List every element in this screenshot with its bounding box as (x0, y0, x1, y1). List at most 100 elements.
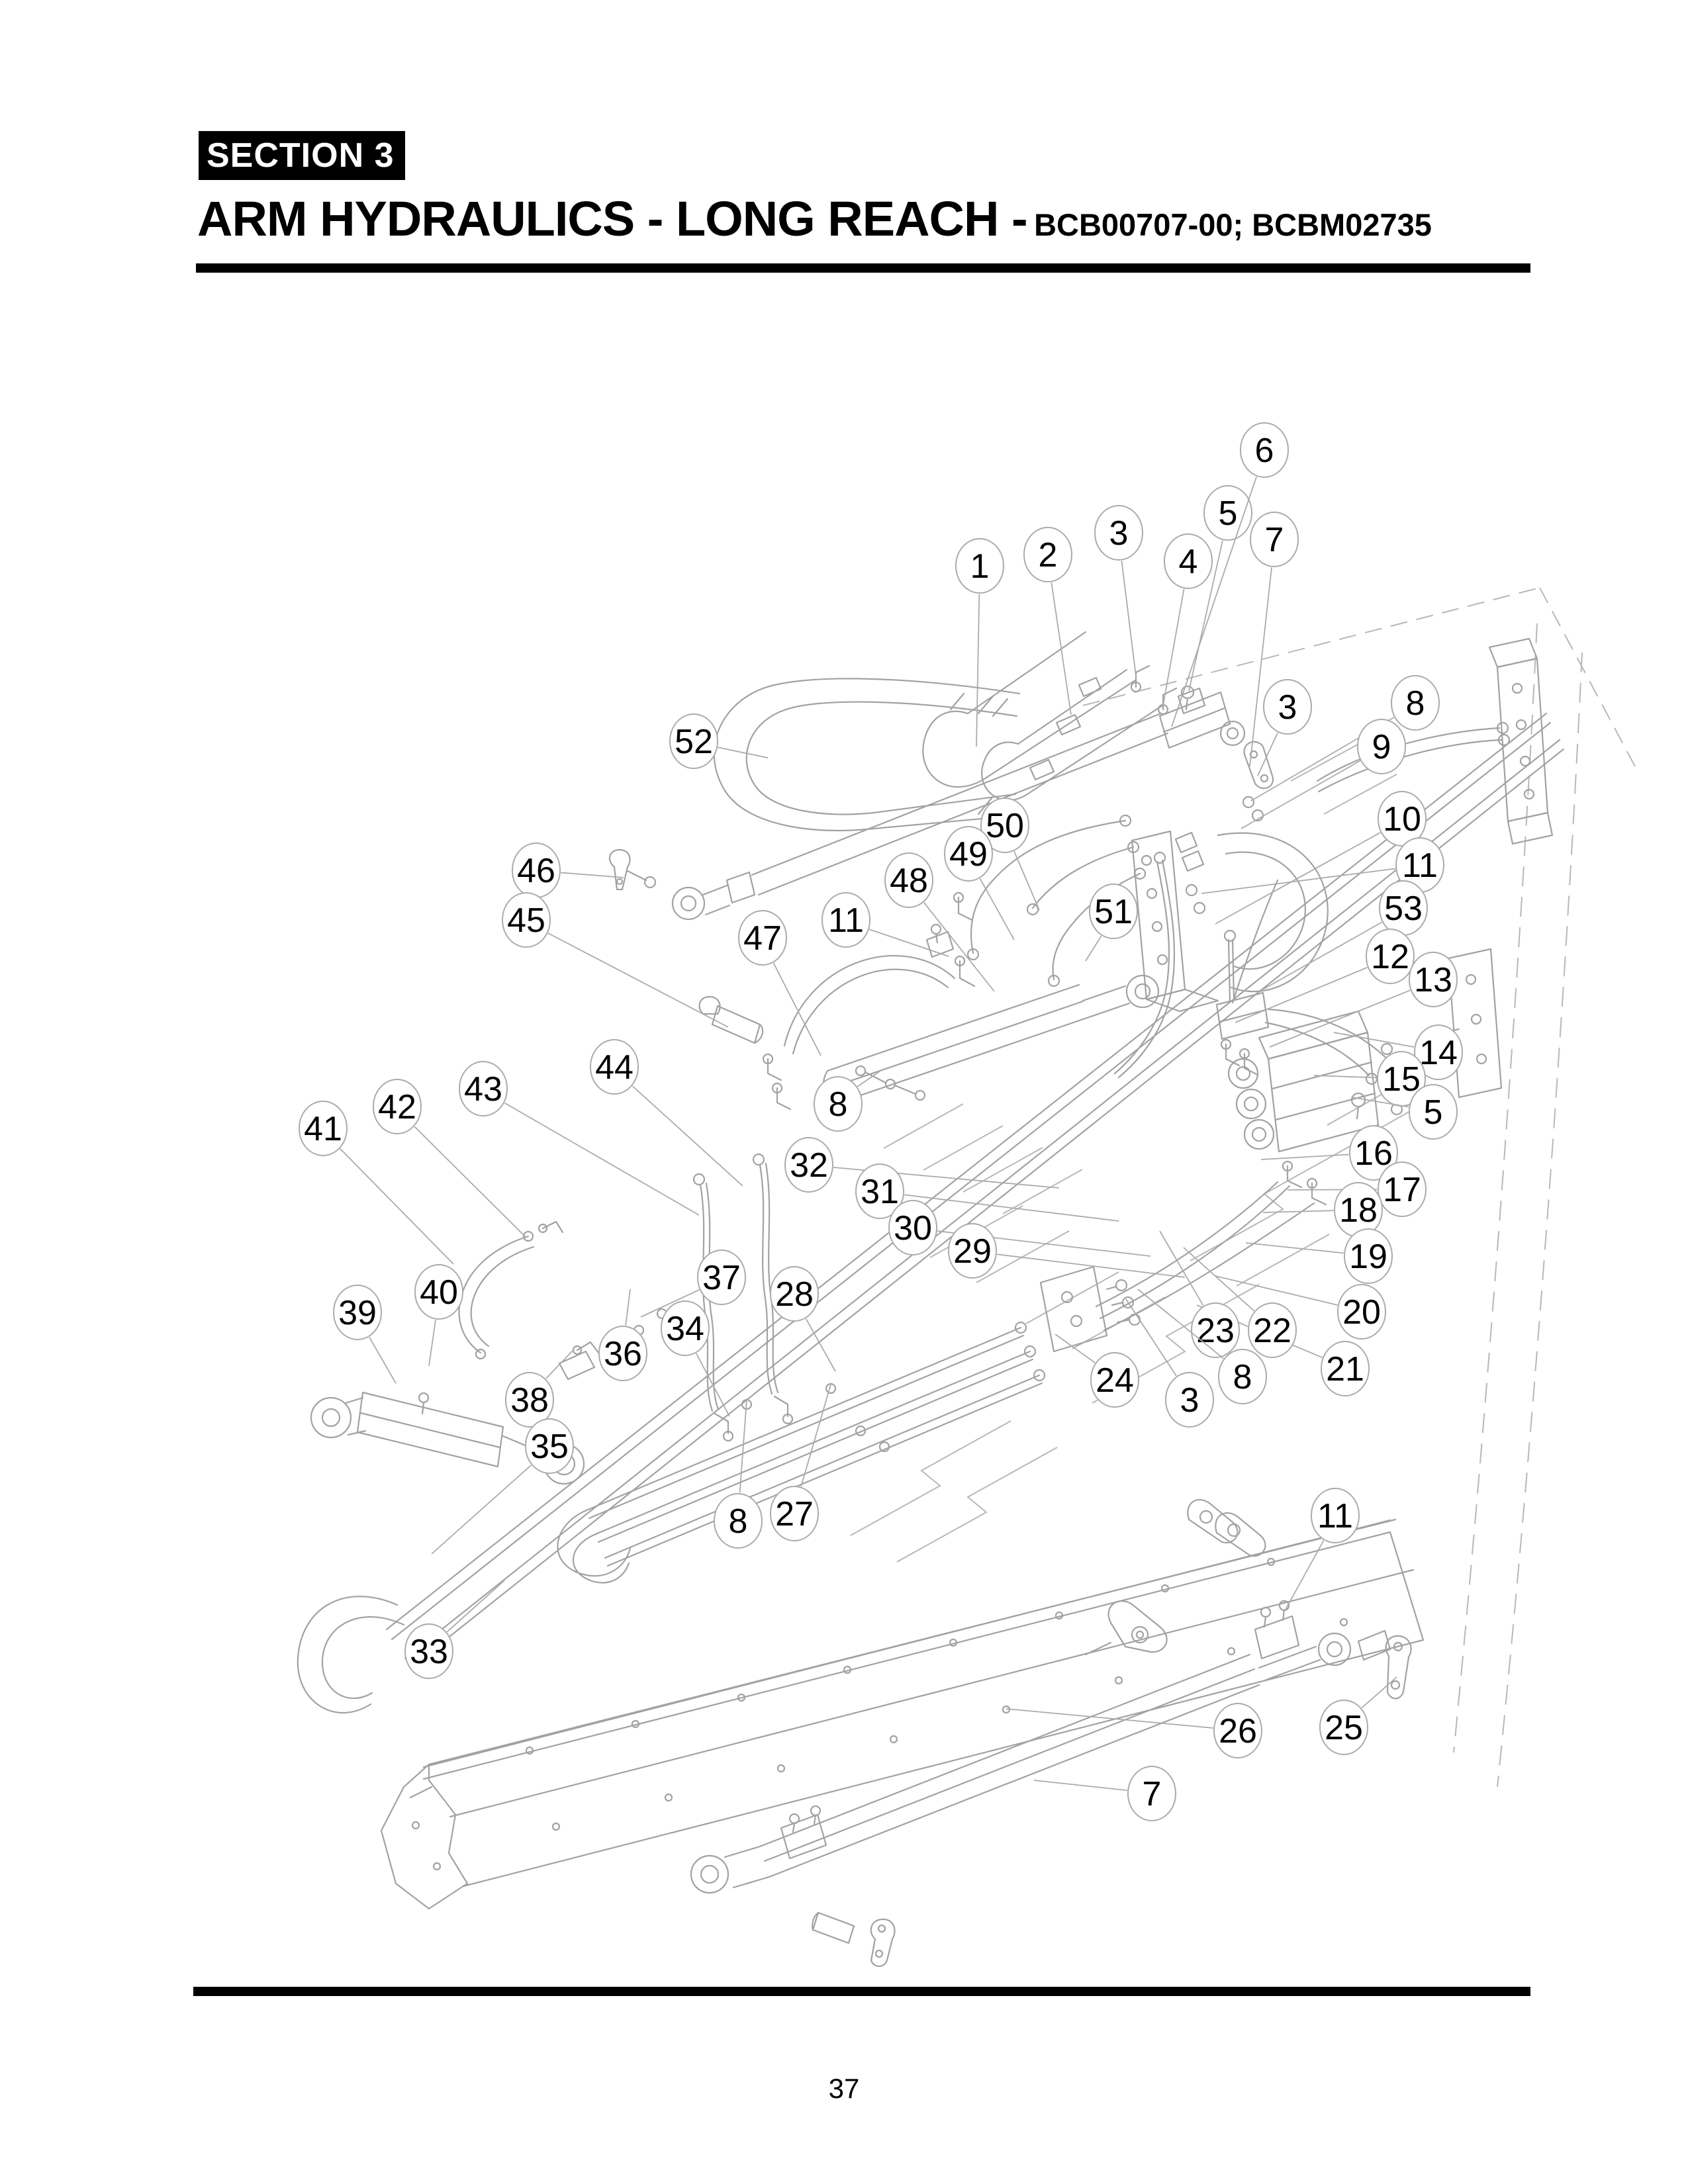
callout-33: 33 (404, 1580, 505, 1679)
callout-number: 47 (743, 919, 782, 958)
callout-22: 22 (1183, 1247, 1297, 1358)
callout-5: 5 (1351, 1084, 1458, 1140)
callout-12: 12 (1235, 929, 1415, 1023)
callout-3: 3 (1257, 679, 1312, 776)
callout-23: 23 (1159, 1230, 1240, 1358)
callout-leader-line (1171, 477, 1257, 727)
formed-tubes (558, 1153, 794, 1442)
callout-number: 34 (666, 1310, 704, 1348)
callout-leader-line (1125, 1298, 1177, 1377)
callout-balloon (459, 1061, 508, 1116)
callout-4: 4 (1162, 533, 1213, 706)
callout-balloon (598, 1326, 647, 1381)
callout-50: 50 (980, 797, 1040, 911)
callout-number: 17 (1383, 1171, 1421, 1209)
callout-leader-line (1159, 1230, 1204, 1306)
callout-11: 11 (1285, 1488, 1360, 1610)
callout-number: 27 (775, 1495, 814, 1533)
callout-number: 16 (1354, 1134, 1393, 1173)
callout-balloon (821, 892, 870, 948)
mid-cylinder-assembly (762, 814, 1219, 1111)
callout-balloon (1089, 884, 1138, 939)
callout-7: 7 (1033, 1766, 1176, 1821)
callout-18: 18 (1262, 1182, 1383, 1238)
callout-balloon (1357, 719, 1406, 774)
swing-cylinder (310, 1220, 585, 1485)
callout-number: 36 (604, 1335, 642, 1373)
page-number: 37 (828, 2073, 860, 2104)
callout-2: 2 (1023, 527, 1072, 715)
phantom-frame-lines (850, 587, 1636, 1788)
callout-balloon (1263, 679, 1312, 735)
callout-26: 26 (1006, 1703, 1262, 1758)
callout-number: 53 (1384, 889, 1423, 928)
callout-balloon (1090, 1352, 1139, 1408)
callout-10: 10 (1215, 791, 1427, 925)
callout-leader-line (340, 1148, 454, 1265)
callout-leader-line (547, 933, 729, 1028)
callout-balloon (888, 1200, 937, 1255)
header-rule (196, 263, 1530, 273)
callout-3: 3 (1094, 505, 1143, 677)
page-title: ARM HYDRAULICS - LONG REACH - BCB00707-0… (197, 191, 1432, 247)
callout-3: 3 (1125, 1298, 1214, 1428)
callout-balloon (661, 1300, 710, 1356)
callout-number: 7 (1265, 521, 1284, 559)
callout-balloon (1023, 527, 1072, 582)
callout-leader-line (640, 1289, 700, 1318)
callout-29: 29 (948, 1223, 1186, 1279)
callout-38: 38 (505, 1349, 574, 1428)
callout-number: 11 (828, 901, 864, 940)
callout-balloon (590, 1039, 639, 1095)
callout-8: 8 (814, 1070, 881, 1132)
callout-balloon (1213, 1703, 1262, 1758)
callout-41: 41 (299, 1101, 454, 1265)
callout-balloon (1414, 1024, 1463, 1080)
callout-number: 39 (338, 1294, 377, 1332)
callout-number: 49 (949, 835, 988, 874)
upper-hoses (922, 631, 1164, 801)
callout-17: 17 (1287, 1161, 1427, 1217)
callout-number: 6 (1255, 432, 1274, 470)
callout-balloon (1311, 1488, 1360, 1543)
callout-leader-line (1257, 732, 1278, 776)
callout-9: 9 (1241, 719, 1406, 829)
callout-36: 36 (598, 1289, 647, 1381)
callout-leader-line (1006, 1708, 1213, 1729)
callout-balloon (1240, 422, 1289, 478)
callout-number: 25 (1325, 1709, 1363, 1747)
callout-number: 11 (1317, 1497, 1353, 1535)
callout-44: 44 (590, 1039, 743, 1187)
callout-balloon (1218, 1349, 1267, 1404)
callout-14: 14 (1333, 1024, 1463, 1080)
callout-number: 43 (464, 1070, 502, 1109)
callout-number: 23 (1196, 1312, 1235, 1350)
callout-leader-line (1215, 832, 1381, 925)
callout-balloon (1349, 1125, 1398, 1181)
callout-leader-line (446, 1580, 505, 1633)
callout-leader-line (1269, 989, 1411, 1048)
callout-number: 21 (1326, 1350, 1364, 1388)
callout-15: 15 (1313, 1051, 1426, 1107)
callout-number: 5 (1219, 494, 1238, 533)
callout-39: 39 (333, 1285, 397, 1384)
callout-number: 1 (970, 547, 990, 586)
callout-leader-line (1188, 540, 1223, 692)
callout-number: 8 (1233, 1358, 1252, 1396)
callout-balloon (1248, 1302, 1297, 1358)
callout-number: 22 (1253, 1312, 1291, 1350)
callout-leader-line (1351, 1097, 1409, 1108)
callout-number: 12 (1371, 938, 1409, 976)
callout-number: 26 (1219, 1712, 1257, 1751)
callout-leader-line (1055, 1334, 1096, 1363)
callout-balloon (1344, 1228, 1393, 1284)
callout-number: 41 (304, 1110, 342, 1148)
callout-leader-line (1201, 868, 1395, 894)
callout-balloon (502, 892, 551, 948)
page-title-code: BCB00707-00; BCBM02735 (1034, 207, 1432, 242)
callout-37: 37 (640, 1250, 746, 1318)
callout-balloon (333, 1285, 382, 1340)
callout-leader-line (1361, 1676, 1397, 1709)
callout-leader-line (1333, 1032, 1415, 1048)
